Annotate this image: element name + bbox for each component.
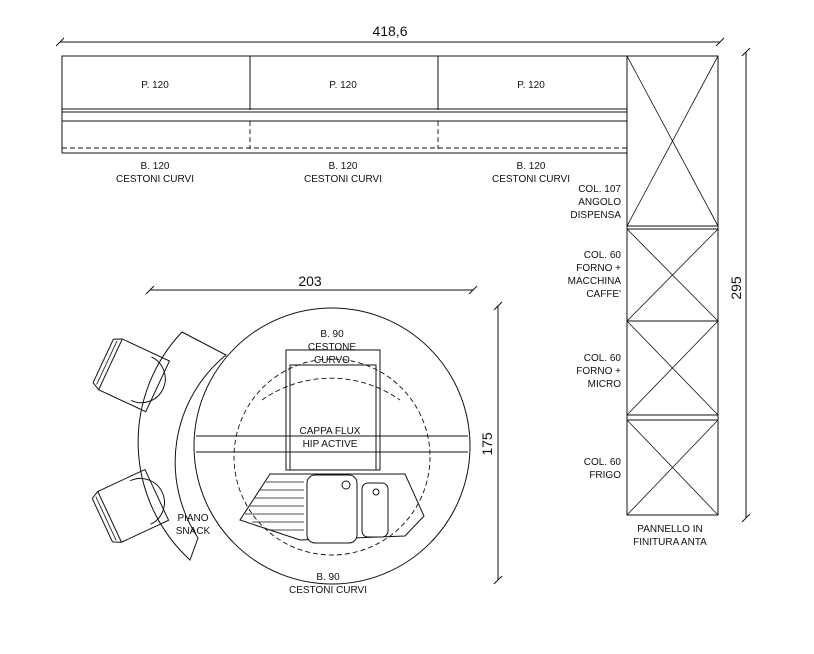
island-width-dimension: 203 xyxy=(145,273,478,295)
column-1-line-1: COL. 107 xyxy=(578,184,621,195)
sink-area xyxy=(239,473,425,544)
base-unit-3-sublabel: CESTONI CURVI xyxy=(492,174,570,185)
column-units: COL. 107 ANGOLO DISPENSA COL. 60 FORNO +… xyxy=(568,55,719,548)
column-2-line-4: CAFFE' xyxy=(586,289,621,300)
island-bottom-label-line-2: CESTONI CURVI xyxy=(289,585,367,596)
right-dimension: 295 xyxy=(728,47,751,523)
stool-upper xyxy=(92,338,171,413)
top-dimension: 418,6 xyxy=(55,23,725,47)
base-unit-1-sublabel: CESTONI CURVI xyxy=(116,174,194,185)
island-width-value: 203 xyxy=(298,273,322,289)
sink-bowl-large xyxy=(306,474,358,544)
base-unit-2-label: B. 120 xyxy=(329,161,358,172)
right-dimension-value: 295 xyxy=(728,276,744,300)
island-height-value: 175 xyxy=(479,432,495,456)
snack-label-line-2: SNACK xyxy=(176,526,211,537)
column-2-line-2: FORNO + xyxy=(576,263,621,274)
base-unit-2-sublabel: CESTONI CURVI xyxy=(304,174,382,185)
hood-label-line-1: CAPPA FLUX xyxy=(300,426,361,437)
column-3-line-3: MICRO xyxy=(588,379,622,390)
column-1-line-3: DISPENSA xyxy=(570,210,621,221)
column-4-line-2: FRIGO xyxy=(589,470,621,481)
hood-label-line-2: HIP ACTIVE xyxy=(303,439,358,450)
column-1-line-2: ANGOLO xyxy=(578,197,621,208)
wall-unit-3-label: P. 120 xyxy=(517,80,545,91)
cestone-label-line-1: B. 90 xyxy=(320,329,344,340)
column-2-line-1: COL. 60 xyxy=(584,250,622,261)
top-dimension-value: 418,6 xyxy=(372,23,407,39)
base-unit-1-label: B. 120 xyxy=(141,161,170,172)
column-2-line-3: MACCHINA xyxy=(568,276,622,287)
stool-lower xyxy=(91,468,170,543)
base-unit-3-label: B. 120 xyxy=(517,161,546,172)
round-island: B. 90 CESTONE CURVO CAPPA FLUX HIP ACTIV… xyxy=(137,307,471,596)
panel-label-line-2: FINITURA ANTA xyxy=(633,537,707,548)
column-4-line-1: COL. 60 xyxy=(584,457,622,468)
cestone-label-line-3: CURVO xyxy=(314,355,350,366)
top-cabinet-run: P. 120 P. 120 P. 120 B. 120 CESTONI CURV… xyxy=(61,55,628,185)
sink-bowl-small xyxy=(361,482,389,538)
cestone-label-line-2: CESTONE xyxy=(308,342,356,353)
wall-unit-1-label: P. 120 xyxy=(141,80,169,91)
panel-label-line-1: PANNELLO IN xyxy=(637,524,702,535)
column-3-line-2: FORNO + xyxy=(576,366,621,377)
column-3-line-1: COL. 60 xyxy=(584,353,622,364)
island-height-dimension: 175 xyxy=(479,301,503,585)
snack-label-line-1: PIANO xyxy=(177,513,208,524)
island-bottom-label-line-1: B. 90 xyxy=(316,572,340,583)
wall-unit-2-label: P. 120 xyxy=(329,80,357,91)
